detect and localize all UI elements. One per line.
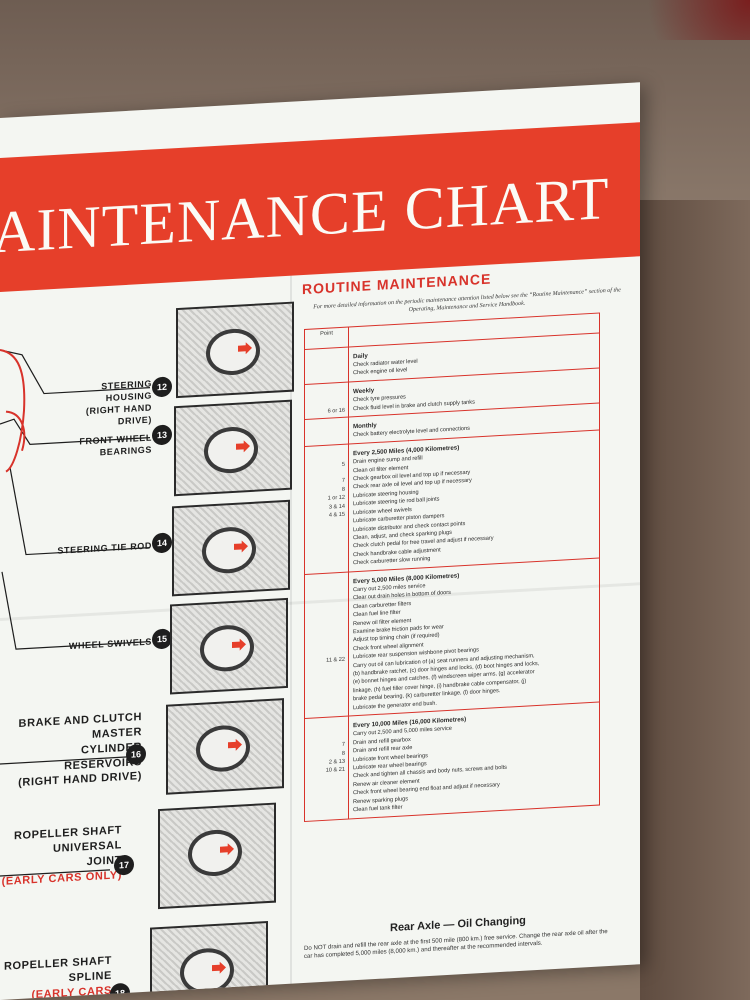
drawing-part	[204, 425, 258, 475]
drawing-steering-tie-rod	[172, 499, 290, 597]
leader-line-17	[0, 869, 110, 877]
body-cell: Every 2,500 Miles (4,000 Kilometres)Drai…	[349, 431, 599, 572]
drawing-part	[188, 828, 242, 878]
point-number	[308, 434, 345, 444]
table-row: 11 & 22 Every 5,000 Miles (8,000 Kilomet…	[305, 558, 599, 720]
drawing-steering-housing	[176, 301, 294, 399]
point-header: Point	[305, 327, 349, 349]
label-early-cars: (EARLY CARS ONLY)	[31, 984, 112, 1000]
label-brake-clutch-reservoirs: BRAKE AND CLUTCH MASTER CYLINDER RESERVO…	[0, 710, 142, 792]
rear-axle-text: Do NOT drain and refill the rear axle at…	[304, 928, 608, 961]
point-cell	[305, 347, 349, 385]
label-text: ROPELLER SHAFT SPLINE	[3, 954, 112, 985]
drawing-propeller-universal-joint	[158, 802, 276, 910]
label-steering-housing: STEERING HOUSING (RIGHT HAND DRIVE)	[60, 378, 152, 432]
drawing-wheel-swivels	[170, 597, 288, 695]
point-cell	[305, 417, 349, 447]
label-propeller-universal-joint: ROPELLER SHAFT UNIVERSAL JOINT (EARLY CA…	[0, 823, 122, 889]
background-red-fabric	[610, 0, 750, 40]
label-text: STEERING HOUSING	[101, 378, 152, 404]
point-cell: 6 or 16	[305, 382, 349, 420]
drawing-front-wheel-bearings	[174, 399, 292, 497]
drawing-part	[180, 946, 234, 996]
point-number	[308, 706, 345, 716]
background-right	[640, 200, 750, 1000]
drawing-propeller-spline	[150, 921, 268, 1000]
point-number	[308, 372, 345, 382]
point-number	[308, 561, 345, 571]
drawing-part	[206, 327, 260, 377]
leader-line-14	[9, 467, 150, 556]
chart-title: AINTENANCE CHART	[0, 164, 610, 266]
label-propeller-spline: ROPELLER SHAFT SPLINE (EARLY CARS ONLY)	[0, 954, 112, 1000]
drawing-part	[196, 724, 250, 774]
drawing-master-cylinders	[166, 698, 284, 795]
label-subtext: (RIGHT HAND DRIVE)	[85, 402, 152, 427]
leader-line-16	[0, 756, 130, 765]
car-outline-red	[0, 349, 26, 473]
body-cell: Every 5,000 Miles (8,000 Kilometres)Carr…	[349, 558, 599, 715]
point-badge-18: 18	[110, 982, 130, 1000]
leader-line-12	[0, 349, 150, 395]
label-text: BRAKE AND CLUTCH MASTER	[18, 711, 142, 741]
body-cell: Every 10,000 Miles (16,000 Kilometres)Ca…	[349, 703, 599, 818]
point-cell: 11 & 22	[305, 572, 349, 719]
routine-maintenance-title: ROUTINE MAINTENANCE	[302, 270, 492, 298]
label-text: ROPELLER SHAFT UNIVERSAL	[13, 824, 122, 855]
leader-line-15	[1, 571, 150, 650]
point-number: 6 or 16	[327, 407, 345, 415]
maintenance-chart-sheet: AINTENANCE CHART STEERING HOUSING (RIGHT…	[0, 82, 640, 1000]
rear-axle-title: Rear Axle — Oil Changing	[390, 914, 526, 935]
drawing-part	[202, 525, 256, 575]
chart-header: AINTENANCE CHART	[0, 122, 640, 292]
drawing-part	[200, 623, 254, 673]
leader-lines	[0, 349, 150, 1000]
label-text: FRONT WHEEL BEARINGS	[79, 432, 152, 458]
point-number	[308, 808, 345, 818]
